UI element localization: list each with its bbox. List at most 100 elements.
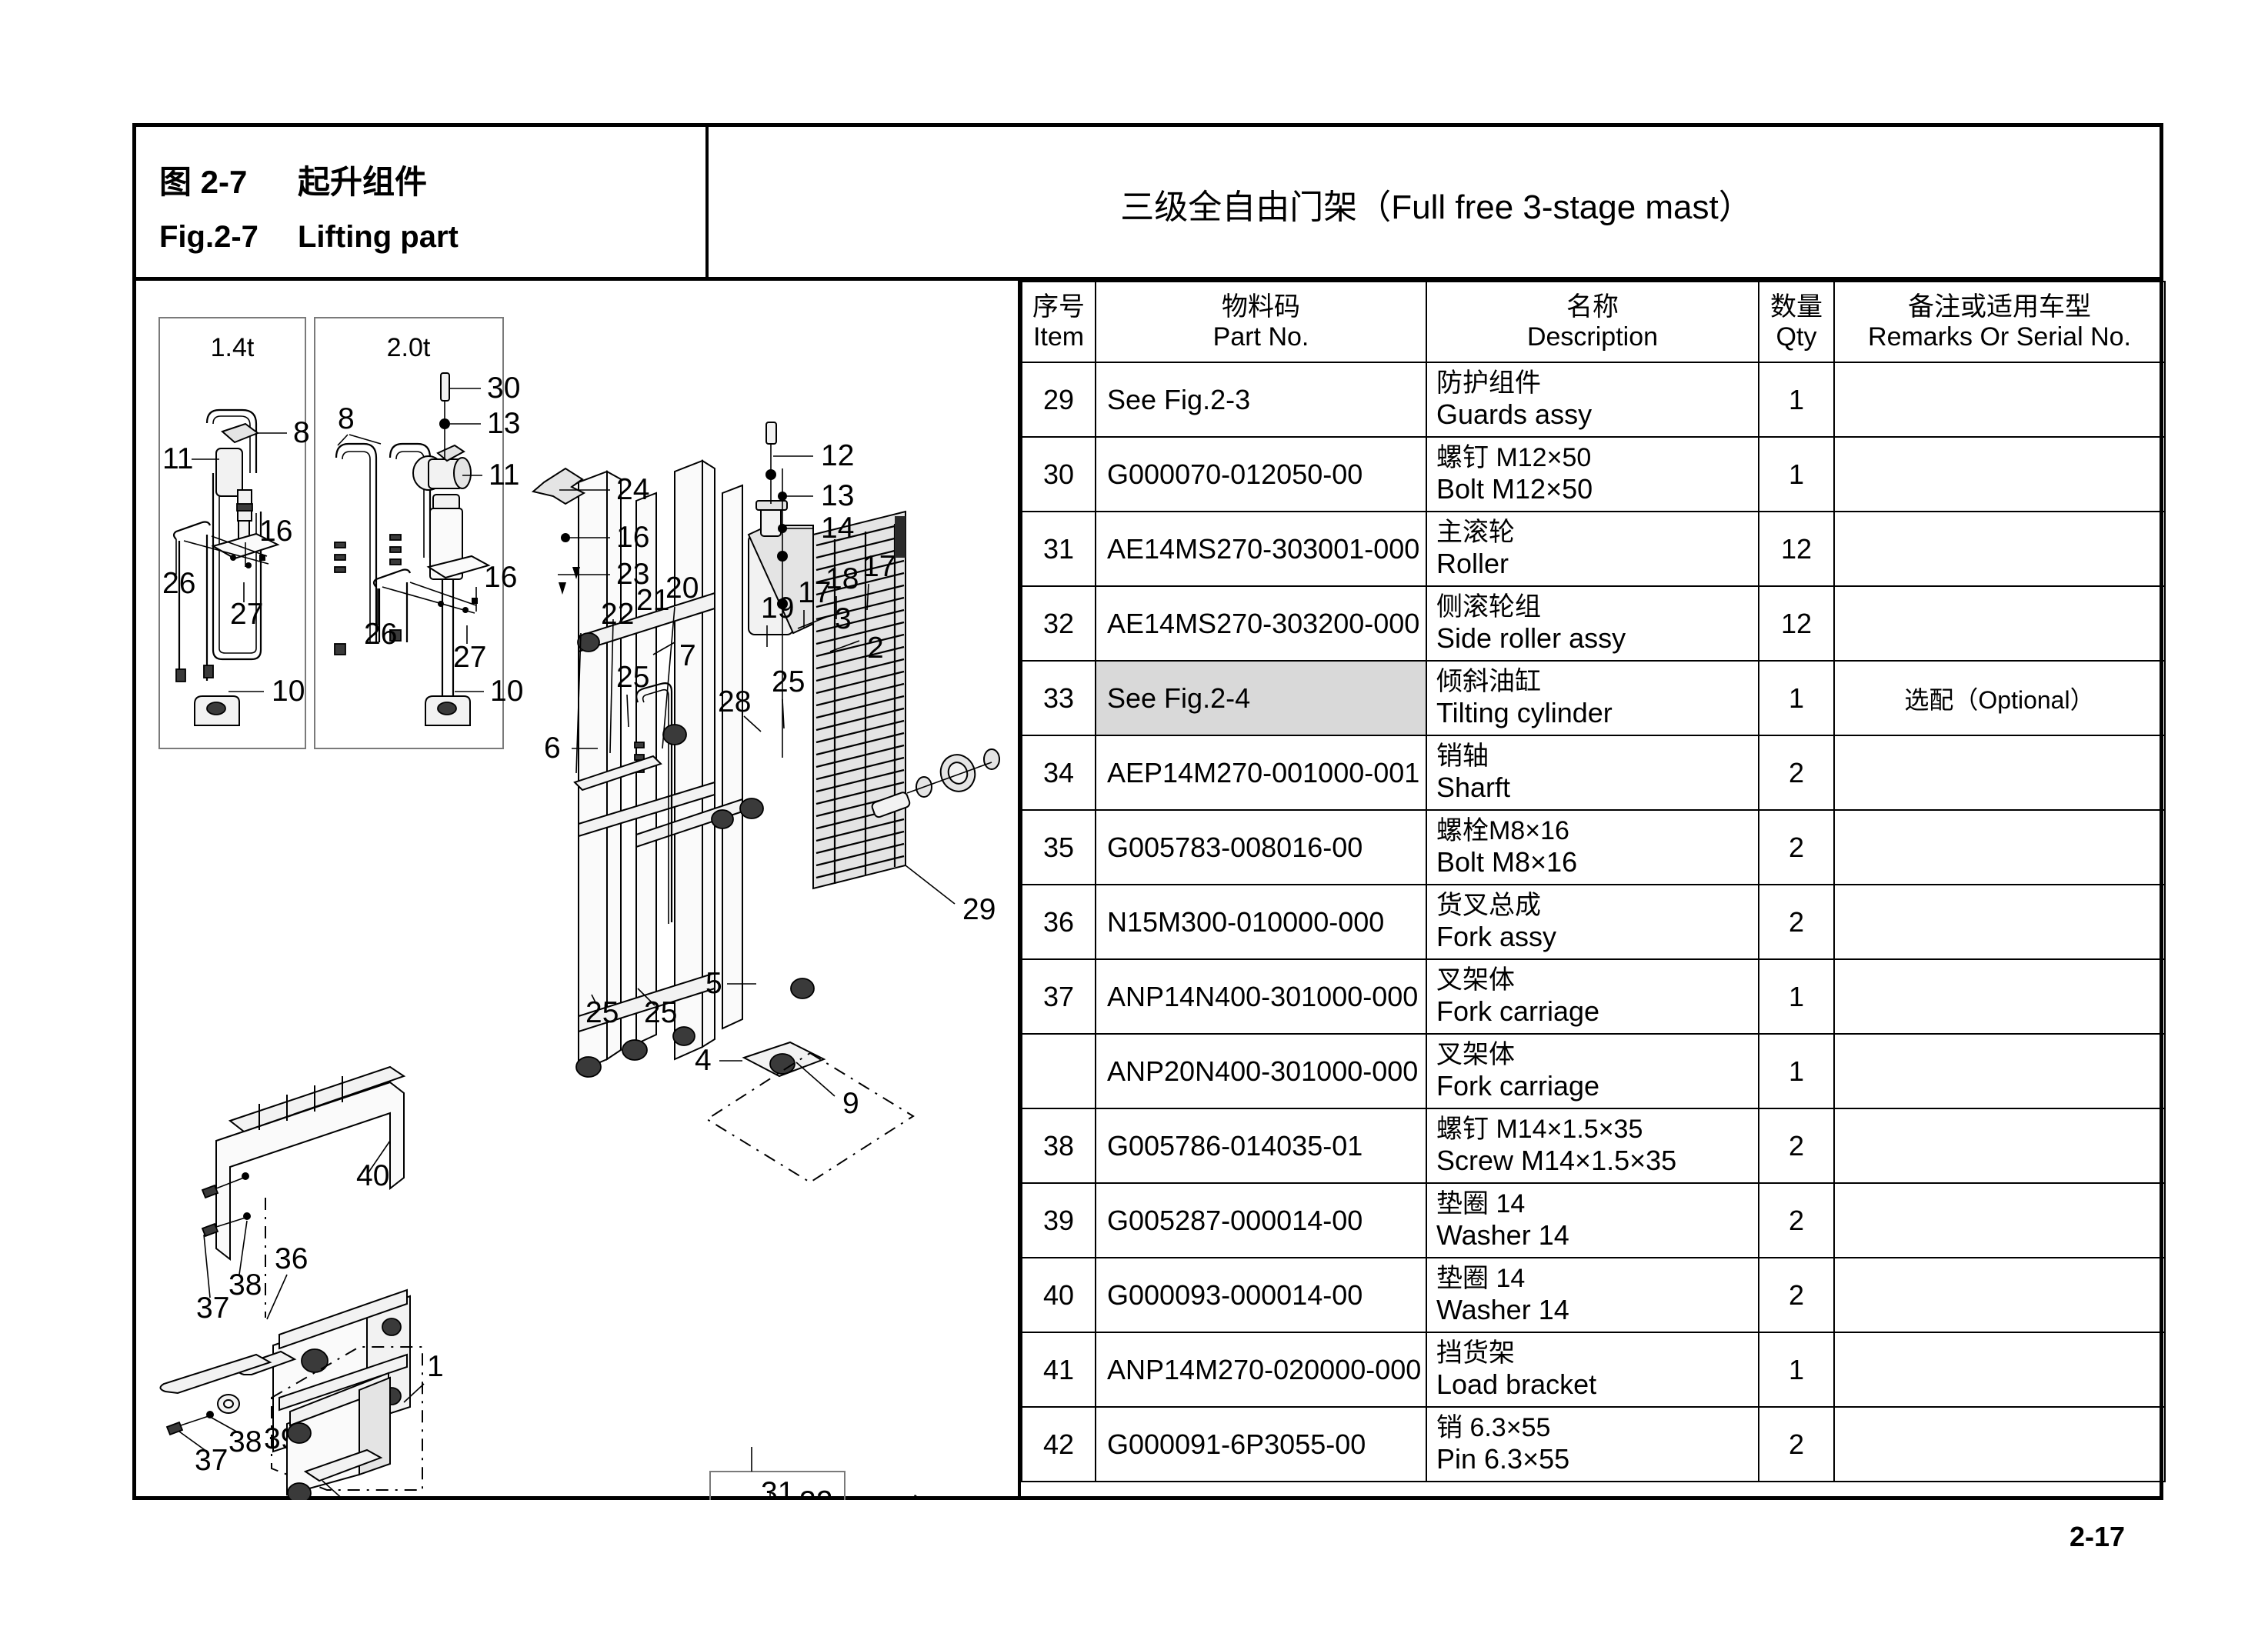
description-cn: 叉架体 xyxy=(1436,1039,1515,1069)
callout-4: 4 xyxy=(695,1044,712,1077)
cell-item: 36 xyxy=(1021,884,1096,960)
cell-part-no: AE14MS270-303200-000 xyxy=(1095,585,1427,662)
callout-13-main: 13 xyxy=(821,479,854,512)
callout-26-inset-right: 26 xyxy=(364,618,397,651)
description-en: Fork carriage xyxy=(1436,995,1600,1028)
cell-part-no: ANP14N400-301000-000 xyxy=(1095,958,1427,1035)
bottom-left-assembly: 33 25 1 xyxy=(271,1346,444,1500)
callout-10-inset-left: 10 xyxy=(272,675,305,708)
cell-remarks xyxy=(1833,1332,2166,1408)
description-cn: 防护组件 xyxy=(1436,368,1541,398)
callout-7: 7 xyxy=(679,639,696,672)
description-cn: 主滚轮 xyxy=(1436,517,1515,547)
description-en: Washer 14 xyxy=(1436,1219,1569,1252)
callout-16-inset-right: 16 xyxy=(484,561,517,594)
callout-3: 3 xyxy=(835,602,852,635)
cell-part-no: N15M300-010000-000 xyxy=(1095,884,1427,960)
callout-22: 22 xyxy=(601,598,634,631)
cell-item: 34 xyxy=(1021,735,1096,811)
column-header-remarks: 备注或适用车型 Remarks Or Serial No. xyxy=(1833,281,2166,363)
figure-header: 图 2-7 起升组件 Fig.2-7 Lifting part 三级全自由门架（… xyxy=(136,127,2160,281)
callout-24: 24 xyxy=(616,473,649,506)
description-cn: 货叉总成 xyxy=(1436,890,1541,920)
cell-part-no: G000070-012050-00 xyxy=(1095,436,1427,512)
callout-1: 1 xyxy=(427,1350,444,1383)
description-cn: 倾斜油缸 xyxy=(1436,666,1541,696)
cell-qty: 12 xyxy=(1758,585,1835,662)
body-divider xyxy=(1018,281,1021,1500)
column-header-part-no: 物料码 Part No. xyxy=(1095,281,1427,363)
column-header-qty: 数量 Qty xyxy=(1758,281,1835,363)
description-en: Fork assy xyxy=(1436,921,1557,953)
cell-qty: 1 xyxy=(1758,1033,1835,1109)
description-cn: 销 6.3×55 xyxy=(1436,1412,1551,1442)
cell-qty: 1 xyxy=(1758,660,1835,736)
mast-callouts-mid: 7 3 2 6 xyxy=(544,602,884,765)
callout-33-a: 33 xyxy=(342,1492,375,1500)
callout-11-inset-left: 11 xyxy=(162,442,194,475)
callout-25-d: 25 xyxy=(644,996,677,1029)
cell-part-no: G000093-000014-00 xyxy=(1095,1257,1427,1333)
callout-17-a: 17 xyxy=(862,550,896,583)
callout-30-inset-right: 30 xyxy=(487,372,520,405)
cell-qty: 2 xyxy=(1758,1257,1835,1333)
callout-8-inset-right: 8 xyxy=(338,402,355,435)
description-en: Tilting cylinder xyxy=(1436,697,1613,729)
callout-31: 31 xyxy=(761,1476,794,1500)
inset-1-4t-art: 8 11 16 26 27 10 xyxy=(162,408,310,726)
callout-40: 40 xyxy=(356,1159,389,1192)
cell-remarks xyxy=(1833,809,2166,885)
cell-remarks xyxy=(1833,1033,2166,1109)
mast-type-title: 三级全自由门架（Full free 3-stage mast） xyxy=(1120,188,1753,226)
callout-12: 12 xyxy=(821,439,854,472)
callout-11-inset-right: 11 xyxy=(489,458,520,492)
description-cn: 螺钉 M12×50 xyxy=(1436,442,1592,472)
column-header-item: 序号 Item xyxy=(1021,281,1096,363)
cell-item: 42 xyxy=(1021,1406,1096,1482)
cell-remarks xyxy=(1833,735,2166,811)
cell-remarks: 选配（Optional） xyxy=(1833,660,2166,736)
description-cn: 螺栓M8×16 xyxy=(1436,815,1569,845)
cell-qty: 1 xyxy=(1758,1332,1835,1408)
callout-20: 20 xyxy=(665,572,699,605)
cell-item xyxy=(1021,1033,1096,1109)
callout-16-top: 16 xyxy=(616,521,649,554)
page-number: 2-17 xyxy=(2070,1521,2126,1552)
tilt-cylinder-art: 35 43 35 34 34 33 42 45 44 xyxy=(769,1493,925,1500)
callout-28: 28 xyxy=(718,685,751,718)
description-en: Roller xyxy=(1436,548,1509,580)
column-header-description: 名称 Description xyxy=(1426,281,1759,363)
callout-14: 14 xyxy=(821,512,854,545)
cell-remarks xyxy=(1833,585,2166,662)
table-header-row: 序号 Item 物料码 Part No. xyxy=(1021,281,2166,363)
cell-qty: 2 xyxy=(1758,884,1835,960)
description-en: Load bracket xyxy=(1436,1368,1597,1401)
callout-19: 19 xyxy=(761,592,794,625)
cell-part-no: See Fig.2-3 xyxy=(1095,362,1427,438)
cell-part-no: AEP14M270-001000-001 xyxy=(1095,735,1427,811)
callout-10-inset-right: 10 xyxy=(490,675,523,708)
cell-part-no: See Fig.2-4 xyxy=(1095,660,1427,736)
figure-title-block: 图 2-7 起升组件 Fig.2-7 Lifting part xyxy=(159,156,459,255)
cell-part-no: G000091-6P3055-00 xyxy=(1095,1406,1427,1482)
cell-part-no: G005786-014035-01 xyxy=(1095,1108,1427,1184)
callout-27-inset-left: 27 xyxy=(230,598,263,631)
cell-remarks xyxy=(1833,362,2166,438)
figure-title-en-row: Fig.2-7 Lifting part xyxy=(159,220,459,255)
cell-remarks xyxy=(1833,1108,2166,1184)
cell-qty: 1 xyxy=(1758,362,1835,438)
header-divider xyxy=(705,127,709,281)
